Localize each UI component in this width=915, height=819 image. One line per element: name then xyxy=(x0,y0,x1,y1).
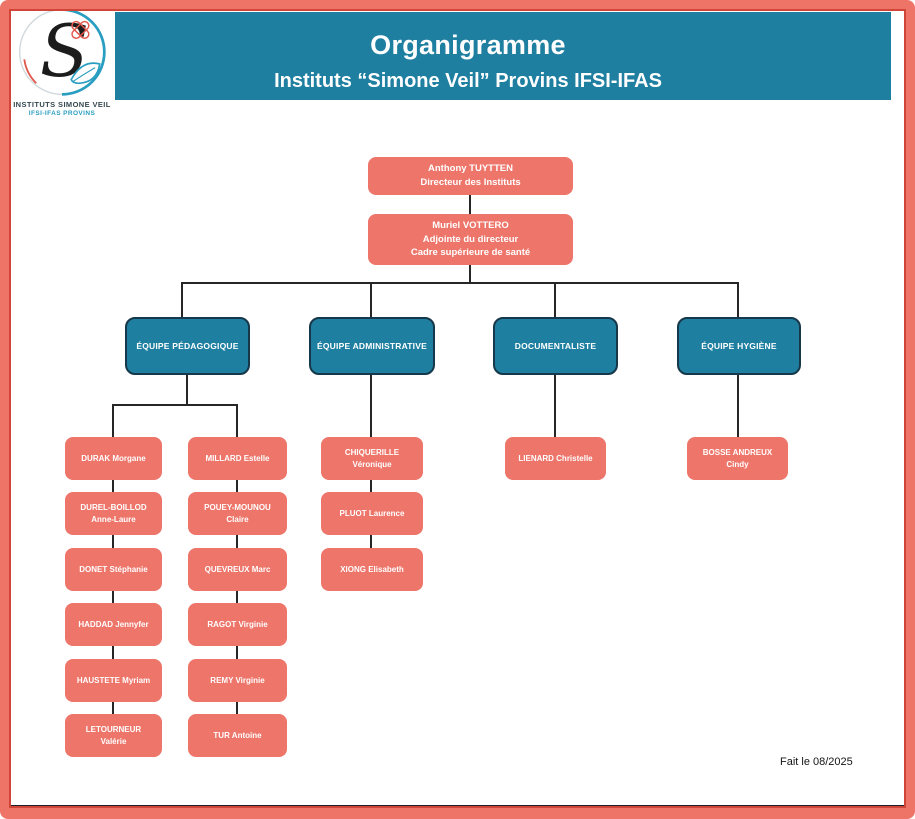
director-role: Directeur des Instituts xyxy=(420,177,521,188)
institute-logo: S INSTITUTS SIMONE VEIL IFSI-IFAS PROVIN… xyxy=(12,6,112,117)
member-box: DURAK Morgane xyxy=(65,437,162,480)
deputy-name: Muriel VOTTERO xyxy=(432,219,509,231)
member-box: LIENARD Christelle xyxy=(505,437,606,480)
connector-line xyxy=(186,375,188,405)
logo-text-line2: IFSI-IFAS PROVINS xyxy=(28,110,96,117)
header-banner: Organigramme Instituts “Simone Veil” Pro… xyxy=(115,12,891,100)
connector-line xyxy=(737,284,739,317)
member-box: POUEY-MOUNOU Claire xyxy=(188,492,287,535)
page-subtitle: Instituts “Simone Veil” Provins IFSI-IFA… xyxy=(274,70,662,92)
team-administrative: ÉQUIPE ADMINISTRATIVE xyxy=(309,317,435,375)
member-box: BOSSE ANDREUX Cindy xyxy=(687,437,788,480)
member-box: CHIQUERILLE Véronique xyxy=(321,437,423,480)
date-note: Fait le 08/2025 xyxy=(780,756,853,768)
member-box: PLUOT Laurence xyxy=(321,492,423,535)
connector-line xyxy=(554,284,556,317)
member-box: HADDAD Jennyfer xyxy=(65,603,162,646)
connector-line xyxy=(554,375,556,439)
logo-text-line1: INSTITUTS SIMONE VEIL xyxy=(13,100,111,109)
member-box: XIONG Elisabeth xyxy=(321,548,423,591)
deputy-role1: Adjointe du directeur xyxy=(422,233,519,245)
team-documentaliste: DOCUMENTALISTE xyxy=(493,317,618,375)
logo-monogram-icon: S xyxy=(18,8,106,96)
connector-line xyxy=(181,282,739,284)
member-box: QUEVREUX Marc xyxy=(188,548,287,591)
svg-text:S: S xyxy=(40,9,89,93)
member-box: TUR Antoine xyxy=(188,714,287,757)
connector-line xyxy=(112,404,238,406)
bandage-icon xyxy=(71,20,90,40)
member-box: DONET Stéphanie xyxy=(65,548,162,591)
page-title: Organigramme xyxy=(370,30,566,60)
member-box: REMY Virginie xyxy=(188,659,287,702)
director-name: Anthony TUYTTEN xyxy=(428,163,513,175)
connector-line xyxy=(181,284,183,317)
node-deputy: Muriel VOTTERO Adjointe du directeur Cad… xyxy=(368,214,573,265)
team-hygiene: ÉQUIPE HYGIÈNE xyxy=(677,317,801,375)
bottom-divider xyxy=(8,805,907,808)
member-box: HAUSTETE Myriam xyxy=(65,659,162,702)
node-director: Anthony TUYTTEN Directeur des Instituts xyxy=(368,157,573,195)
team-pedagogique: ÉQUIPE PÉDAGOGIQUE xyxy=(125,317,250,375)
deputy-role2: Cadre supérieure de santé xyxy=(410,247,531,259)
connector-line xyxy=(370,284,372,317)
member-box: DUREL-BOILLOD Anne-Laure xyxy=(65,492,162,535)
connector-line xyxy=(469,265,471,284)
leaf-icon xyxy=(70,62,101,85)
member-box: LETOURNEUR Valérie xyxy=(65,714,162,757)
connector-line xyxy=(737,375,739,439)
connector-line xyxy=(469,194,471,215)
member-box: MILLARD Estelle xyxy=(188,437,287,480)
member-box: RAGOT Virginie xyxy=(188,603,287,646)
